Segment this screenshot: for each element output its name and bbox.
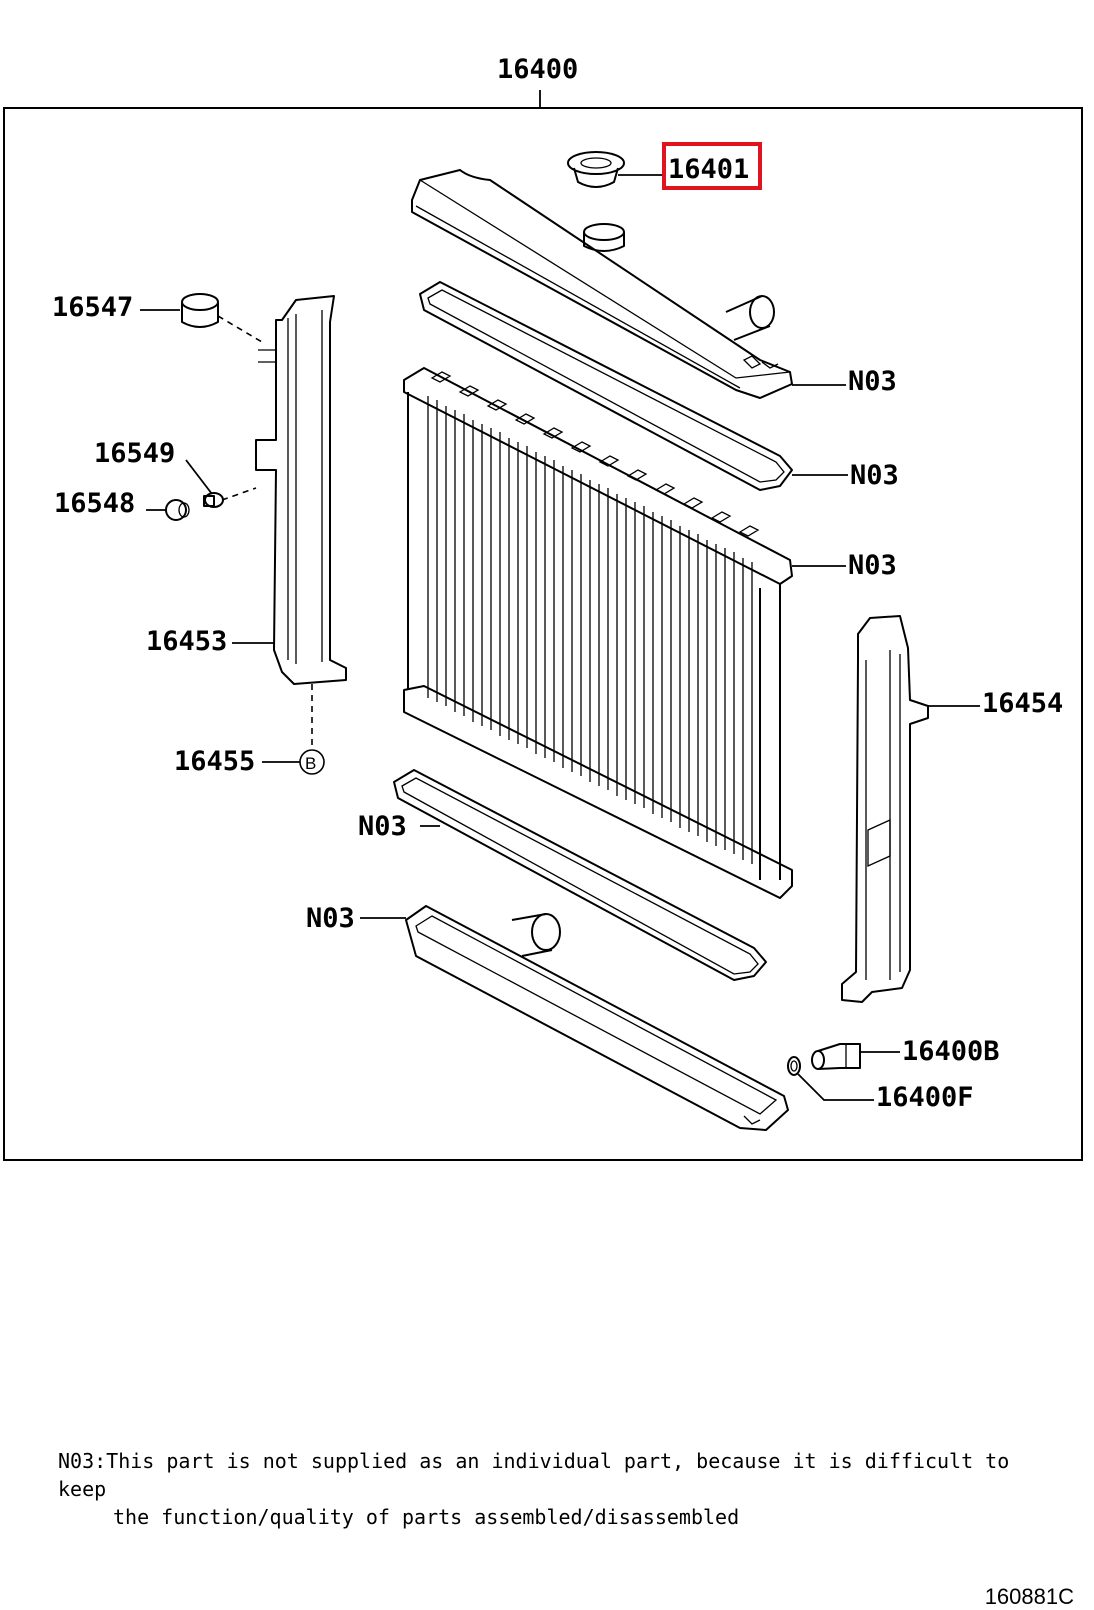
- core-header-nubs: [430, 371, 760, 537]
- footnote: N03:This part is not supplied as an indi…: [58, 1447, 1068, 1531]
- dashed-guide-16547: [217, 315, 263, 343]
- reference-marker-b[interactable]: B: [305, 754, 316, 773]
- footnote-line-1: N03:This part is not supplied as an indi…: [58, 1449, 1010, 1501]
- right-support-part[interactable]: [841, 615, 929, 1003]
- dashed-guide-grommet: [221, 487, 257, 501]
- leader-16400f: [797, 1073, 874, 1101]
- lower-tank-part[interactable]: [405, 905, 789, 1131]
- radiator-cap-part[interactable]: [567, 151, 625, 188]
- assembly-part-number[interactable]: 16400: [497, 54, 578, 85]
- part-number-16549[interactable]: 16549: [94, 438, 175, 469]
- leader-16549: [185, 459, 213, 495]
- part-number-n03-core[interactable]: N03: [848, 550, 897, 581]
- part-number-16453[interactable]: 16453: [146, 626, 227, 657]
- part-number-16400b[interactable]: 16400B: [902, 1036, 1000, 1067]
- core-tubes: [427, 396, 753, 864]
- grommet-part[interactable]: [203, 492, 224, 508]
- upper-cushion-part[interactable]: [181, 293, 219, 328]
- lower-gasket-part[interactable]: [393, 769, 767, 981]
- drain-cock-part[interactable]: [811, 1043, 861, 1070]
- part-number-16547[interactable]: 16547: [52, 292, 133, 323]
- part-number-16454[interactable]: 16454: [982, 688, 1063, 719]
- part-number-16401[interactable]: 16401: [668, 154, 749, 185]
- lower-cushion-part[interactable]: [165, 499, 190, 521]
- part-number-n03-lower-tank[interactable]: N03: [306, 903, 355, 934]
- drain-cock-packing-part[interactable]: [787, 1056, 801, 1076]
- upper-gasket-part[interactable]: [419, 281, 793, 491]
- part-number-n03-upper-gasket[interactable]: N03: [850, 460, 899, 491]
- highlight-box: [662, 142, 762, 190]
- left-support-part[interactable]: [255, 295, 347, 685]
- document-id: 160881C: [984, 1584, 1074, 1609]
- part-number-16548[interactable]: 16548: [54, 488, 135, 519]
- radiator-core-part[interactable]: [403, 367, 793, 899]
- footnote-line-2: the function/quality of parts assembled/…: [113, 1505, 740, 1529]
- part-number-16400f[interactable]: 16400F: [876, 1082, 974, 1113]
- upper-tank-part[interactable]: [411, 169, 793, 399]
- part-number-n03-upper-tank[interactable]: N03: [848, 366, 897, 397]
- assembly-frame: [3, 107, 1083, 1161]
- part-number-n03-lower-gasket[interactable]: N03: [358, 811, 407, 842]
- part-number-16455[interactable]: 16455: [174, 746, 255, 777]
